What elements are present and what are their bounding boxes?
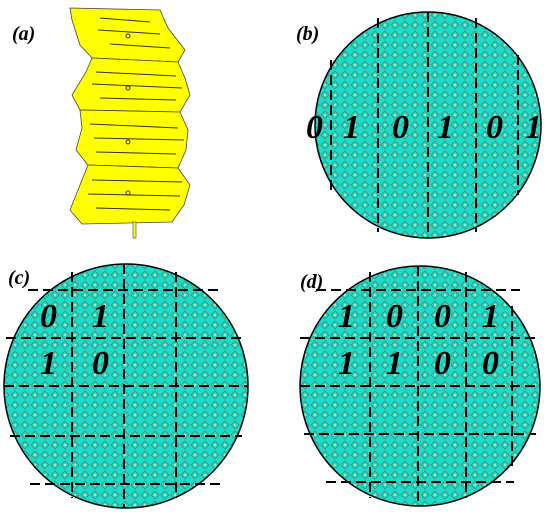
grid-c <box>4 264 248 508</box>
digit-b-4: 1 <box>437 109 454 146</box>
panel-a-label: (a) <box>12 23 35 45</box>
strip-marker-1 <box>125 33 131 39</box>
panel-c: (c) 0 1 1 0 <box>3 263 249 509</box>
digit-b-5: 0 <box>486 109 503 146</box>
digit-d-3: 0 <box>434 298 451 335</box>
strip-tail <box>132 221 137 239</box>
digit-d-5: 1 <box>338 345 355 382</box>
grid-d <box>300 266 540 506</box>
digit-b-2: 1 <box>343 109 360 146</box>
strip-marker-4 <box>125 190 131 196</box>
digit-d-7: 0 <box>434 345 451 382</box>
digit-c-3: 1 <box>40 345 57 382</box>
digit-c-2: 1 <box>92 298 109 335</box>
panel-a: (a) <box>12 7 191 239</box>
strip-marker-3 <box>125 139 131 145</box>
strip-segment-1 <box>69 7 186 63</box>
digit-b-6: 1 <box>525 109 542 146</box>
digit-b-1: 0 <box>306 109 323 146</box>
panel-d-label: (d) <box>300 271 323 293</box>
strip-marker-2 <box>125 85 131 91</box>
panel-b: (b) 0 1 0 1 0 1 <box>296 11 542 239</box>
digit-d-2: 0 <box>386 298 403 335</box>
panel-c-label: (c) <box>8 267 30 289</box>
digit-d-8: 0 <box>482 345 499 382</box>
strip-segment-2 <box>71 57 191 113</box>
digit-d-1: 1 <box>338 298 355 335</box>
digit-d-4: 1 <box>482 298 499 335</box>
panel-d: (d) 1 0 0 1 1 1 0 0 <box>299 265 541 507</box>
digit-c-4: 0 <box>92 345 109 382</box>
panel-b-label: (b) <box>296 23 319 45</box>
digit-b-3: 0 <box>392 109 409 146</box>
grid-b <box>330 12 519 238</box>
folded-strip <box>69 7 191 239</box>
digit-c-1: 0 <box>40 298 57 335</box>
strip-cuts <box>87 17 185 211</box>
digit-d-6: 1 <box>386 345 403 382</box>
